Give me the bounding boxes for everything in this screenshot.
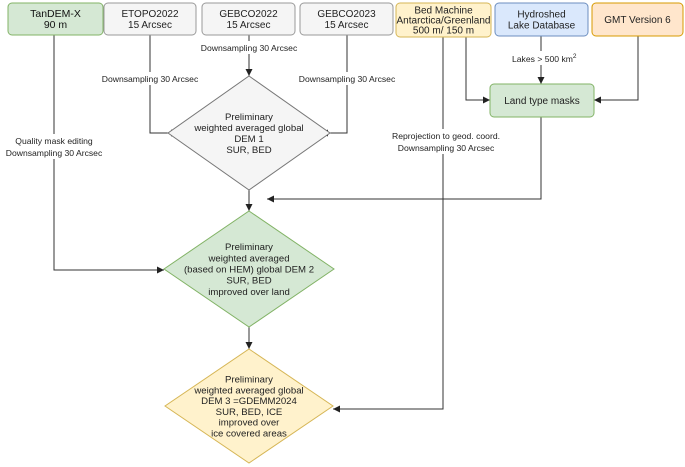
dem3-line-6: ice covered areas <box>211 429 287 440</box>
dem3-line-1: Preliminary <box>225 375 273 386</box>
box-land-type-masks: Land type masks <box>489 83 595 118</box>
lakes-label: Lakes > 500 km <box>512 54 573 64</box>
dem3-line-3: DEM 3 =GDEMM2024 <box>201 396 297 407</box>
edge-gmt-to-mask <box>594 36 639 104</box>
dem2-line-1: Preliminary <box>225 242 273 253</box>
box-bedmachine-line-3: 500 m/ 150 m <box>413 26 474 37</box>
edge-tandem-to-dem2 <box>53 35 164 274</box>
dem1-line-2: weighted averaged global <box>193 123 303 134</box>
dem1-line-4: SUR, BED <box>226 145 271 156</box>
edge-mask-to-dem2 <box>267 117 542 203</box>
box-bedmachine-line-2: Antarctica/Greenland <box>397 16 491 27</box>
dem2-line-4: SUR, BED <box>226 276 271 287</box>
box-gebco23-line-2: 15 Arcsec <box>325 20 369 31</box>
svg-text:TanDEM-X90 m: TanDEM-X90 m <box>30 8 81 31</box>
svg-text:Lakes > 500 km2: Lakes > 500 km2 <box>512 53 577 64</box>
box-hydroshed-line-1: Hydroshed <box>517 10 565 21</box>
dem3-line-2: weighted averaged global <box>193 385 303 396</box>
label-etopo-downsampling: Downsampling 30 Arcsec <box>97 72 203 85</box>
svg-text:Downsampling 30 Arcsec: Downsampling 30 Arcsec <box>6 148 103 158</box>
svg-text:Downsampling 30 Arcsec: Downsampling 30 Arcsec <box>201 43 298 53</box>
box-tandem-line-1: TanDEM-X <box>30 8 81 20</box>
edge-bedmachine-to-mask <box>465 37 490 104</box>
label-gebco22-downsampling: Downsampling 30 Arcsec <box>196 41 302 54</box>
box-gebco22-line-1: GEBCO2022 <box>219 9 278 20</box>
label-tandem-quality: Quality mask editing Downsampling 30 Arc… <box>3 134 106 159</box>
svg-text:Downsampling 30 Arcsec: Downsampling 30 Arcsec <box>398 143 495 153</box>
label-gebco23-downsampling: Downsampling 30 Arcsec <box>294 72 400 85</box>
svg-text:Quality mask editing: Quality mask editing <box>15 136 93 146</box>
box-etopo-line-1: ETOPO2022 <box>121 9 179 20</box>
dem2-line-5: improved over land <box>208 287 290 298</box>
edge-bedmachine-to-dem3 <box>333 37 444 413</box>
label-lakes: Lakes > 500 km2 <box>508 51 578 65</box>
dem1-line-1: Preliminary <box>225 112 273 123</box>
box-gmt-line-1: GMT Version 6 <box>604 15 671 26</box>
box-etopo-line-2: 15 Arcsec <box>128 20 172 31</box>
dem1-line-3: DEM 1 <box>234 134 263 145</box>
box-hydroshed-line-2: Lake Database <box>508 21 576 32</box>
svg-text:Downsampling 30 Arcsec: Downsampling 30 Arcsec <box>299 74 396 84</box>
box-tandem-line-2: 90 m <box>44 19 68 31</box>
lakes-superscript: 2 <box>573 53 577 60</box>
dem3-line-5: improved over <box>219 418 281 429</box>
label-bedmachine-reprojection: Reprojection to geod. coord. Downsamplin… <box>386 129 506 154</box>
dem2-line-3: (based on HEM) global DEM 2 <box>184 265 314 276</box>
box-gebco23-line-1: GEBCO2023 <box>317 9 376 20</box>
box-gebco22-line-2: 15 Arcsec <box>227 20 271 31</box>
box-bedmachine-line-1: Bed Machine <box>414 6 473 17</box>
box-gmt-version-6: GMT Version 6 <box>591 2 684 37</box>
land-mask-label: Land type masks <box>504 96 580 107</box>
svg-text:Reprojection to geod. coord.: Reprojection to geod. coord. <box>392 131 500 141</box>
svg-text:GMT Version 6: GMT Version 6 <box>604 15 671 26</box>
dem2-line-2: weighted averaged <box>207 253 289 264</box>
dem3-line-4: SUR, BED, ICE <box>216 407 283 418</box>
svg-text:Downsampling 30 Arcsec: Downsampling 30 Arcsec <box>102 74 199 84</box>
